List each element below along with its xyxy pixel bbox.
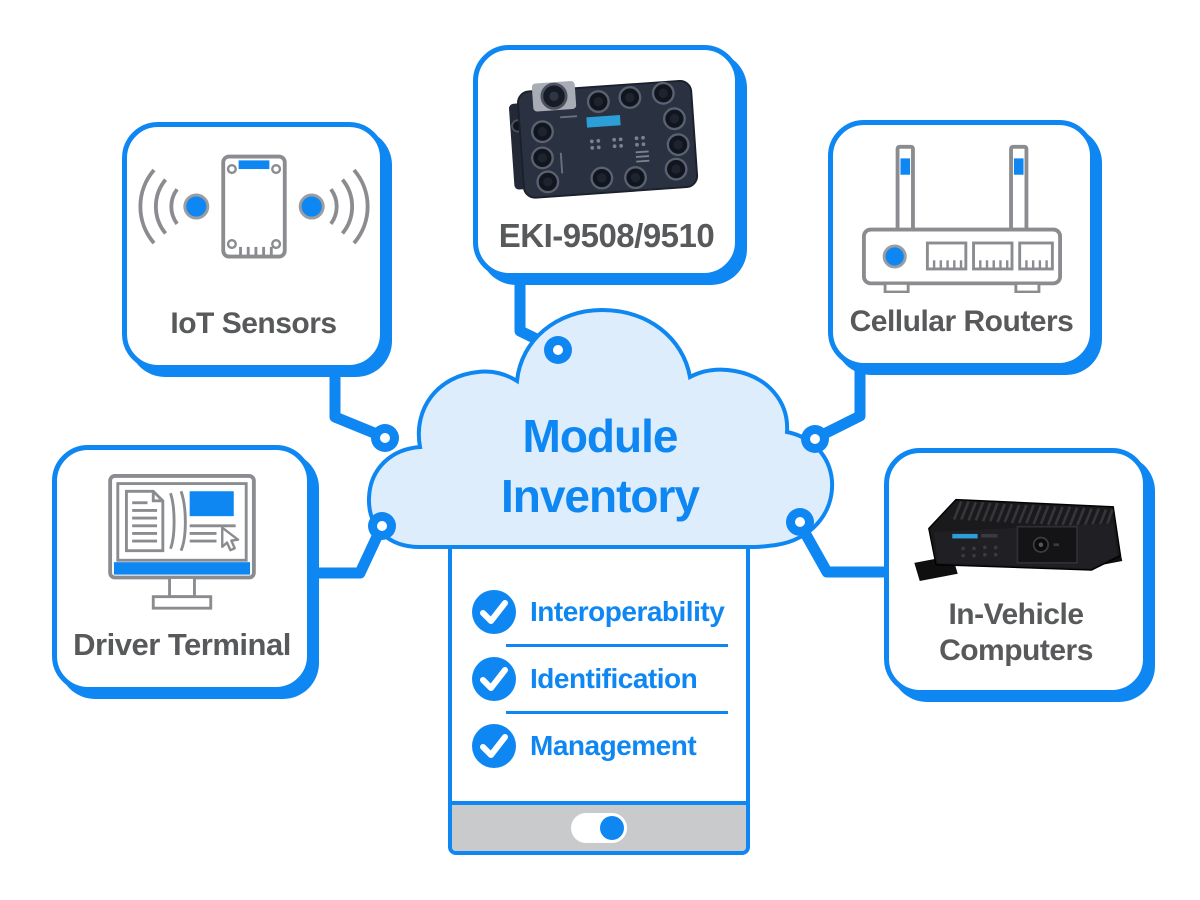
- wireless-sensor-icon: [138, 154, 369, 259]
- iot-sensors-box: IoT Sensors: [122, 122, 385, 370]
- check-icon: [472, 724, 516, 768]
- cloud-title-line2: Inventory: [500, 470, 700, 522]
- toggle-switch-icon: [571, 813, 627, 843]
- industrial-switch-image: [509, 79, 699, 199]
- feature-row: Management: [452, 724, 746, 768]
- connector-iot: [329, 362, 387, 443]
- feature-label: Identification: [530, 663, 698, 694]
- feature-row: Interoperability: [452, 590, 746, 634]
- connection-node: [544, 336, 572, 364]
- driver-terminal-icon: [108, 474, 256, 610]
- feature-label: Interoperability: [530, 596, 725, 627]
- cloud-title-line1: Module: [522, 410, 679, 462]
- in-vehicle-computers-box: In-Vehicle Computers: [884, 448, 1148, 695]
- cellular-router-icon: [861, 144, 1062, 293]
- cloud-title: Module Inventory: [420, 406, 780, 526]
- connection-node: [368, 512, 396, 540]
- connection-node: [371, 424, 399, 452]
- eki-switch-box: EKI-9508/9510: [473, 45, 740, 278]
- check-icon: [472, 590, 516, 634]
- feature-label: Management: [530, 730, 697, 761]
- feature-row: Identification: [452, 657, 746, 701]
- device-label-line2: Computers: [939, 633, 1093, 667]
- device-label: EKI-9508/9510: [498, 217, 715, 255]
- driver-terminal-box: Driver Terminal: [52, 445, 312, 692]
- device-label: In-Vehicle Computers: [939, 597, 1093, 668]
- feature-divider: [506, 711, 728, 714]
- device-label: Driver Terminal: [73, 627, 291, 663]
- connector-vehicle: [795, 521, 892, 578]
- device-label: Cellular Routers: [849, 304, 1074, 338]
- device-label-line1: In-Vehicle: [948, 598, 1084, 632]
- connection-node: [786, 508, 814, 536]
- connector-eki: [514, 270, 560, 354]
- check-icon: [472, 657, 516, 701]
- feature-panel: Interoperability Identification Manageme…: [448, 540, 750, 855]
- device-label: IoT Sensors: [170, 306, 337, 340]
- cellular-routers-box: Cellular Routers: [828, 120, 1095, 368]
- connector-driver: [304, 525, 386, 579]
- connection-node: [801, 425, 829, 453]
- connector-cellular: [813, 360, 866, 443]
- toggle-knob: [600, 816, 624, 840]
- feature-divider: [506, 644, 728, 647]
- panel-bottom-bar: [452, 801, 746, 851]
- in-vehicle-computer-image: [913, 498, 1122, 581]
